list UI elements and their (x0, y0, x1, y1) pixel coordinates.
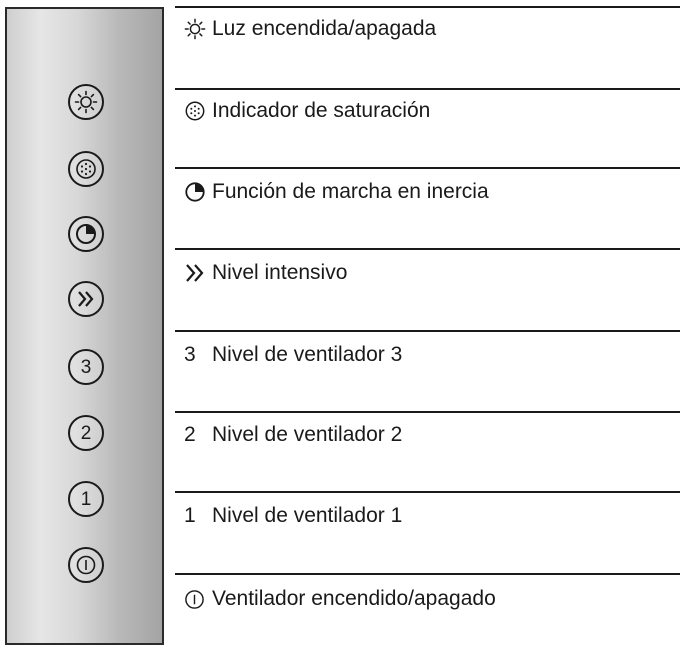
light-button[interactable] (68, 84, 104, 120)
separator-line (175, 248, 680, 250)
fan-level-3-button[interactable]: 3 (68, 349, 104, 385)
fan-level-1-label: 1 (80, 488, 92, 510)
legend-item-fan-level-1: 1 Nivel de ventilador 1 (176, 501, 402, 531)
run-on-button[interactable] (68, 216, 104, 252)
legend-text: Nivel de ventilador 2 (212, 423, 403, 446)
legend-text: Nivel intensivo (212, 261, 348, 284)
legend-item-saturation-indicator: Indicador de saturación (176, 96, 430, 126)
legend-text: Nivel de ventilador 1 (212, 504, 403, 527)
separator-line (175, 330, 680, 332)
legend-text: Ventilador encendido/apagado (212, 587, 496, 610)
fan-level-2-button[interactable]: 2 (68, 415, 104, 451)
legend-text: Luz encendida/apagada (212, 17, 437, 40)
saturation-indicator-button[interactable] (68, 151, 104, 187)
intensive-icon (75, 288, 97, 310)
legend-item-fan-level-3: 3 Nivel de ventilador 3 (176, 340, 402, 370)
separator-line (175, 167, 680, 169)
fan-level-2-label: 2 (80, 422, 92, 444)
run-on-icon (74, 222, 98, 246)
separator-line (175, 88, 680, 90)
run-on-icon (176, 181, 212, 203)
legend-item-light: Luz encendida/apagada (176, 14, 436, 44)
fan-level-1-button[interactable]: 1 (68, 481, 104, 517)
fan-level-3-label: 3 (80, 356, 92, 378)
light-icon (74, 90, 98, 114)
power-button[interactable] (68, 547, 104, 583)
legend-item-fan-level-2: 2 Nivel de ventilador 2 (176, 420, 402, 450)
intensive-icon (176, 262, 212, 284)
legend-item-power: Ventilador encendido/apagado (176, 584, 496, 614)
legend-symbol: 2 (184, 423, 196, 446)
legend-text: Indicador de saturación (212, 99, 431, 122)
legend-text: Función de marcha en inercia (212, 180, 489, 203)
separator-line (175, 411, 680, 413)
intensive-button[interactable] (68, 281, 104, 317)
separator-line (175, 491, 680, 493)
legend-symbol: 1 (184, 504, 196, 527)
separator-line (175, 573, 680, 575)
saturation-indicator-icon (176, 100, 212, 122)
light-icon (176, 18, 212, 40)
legend-symbol: 3 (184, 343, 196, 366)
legend-item-intensive: Nivel intensivo (176, 258, 347, 288)
power-icon (75, 554, 97, 576)
control-panel: 3 2 1 (5, 7, 164, 645)
power-icon (176, 589, 212, 610)
saturation-indicator-icon (74, 157, 98, 181)
legend-text: Nivel de ventilador 3 (212, 343, 403, 366)
legend-item-run-on: Función de marcha en inercia (176, 177, 489, 207)
separator-line (175, 6, 680, 8)
